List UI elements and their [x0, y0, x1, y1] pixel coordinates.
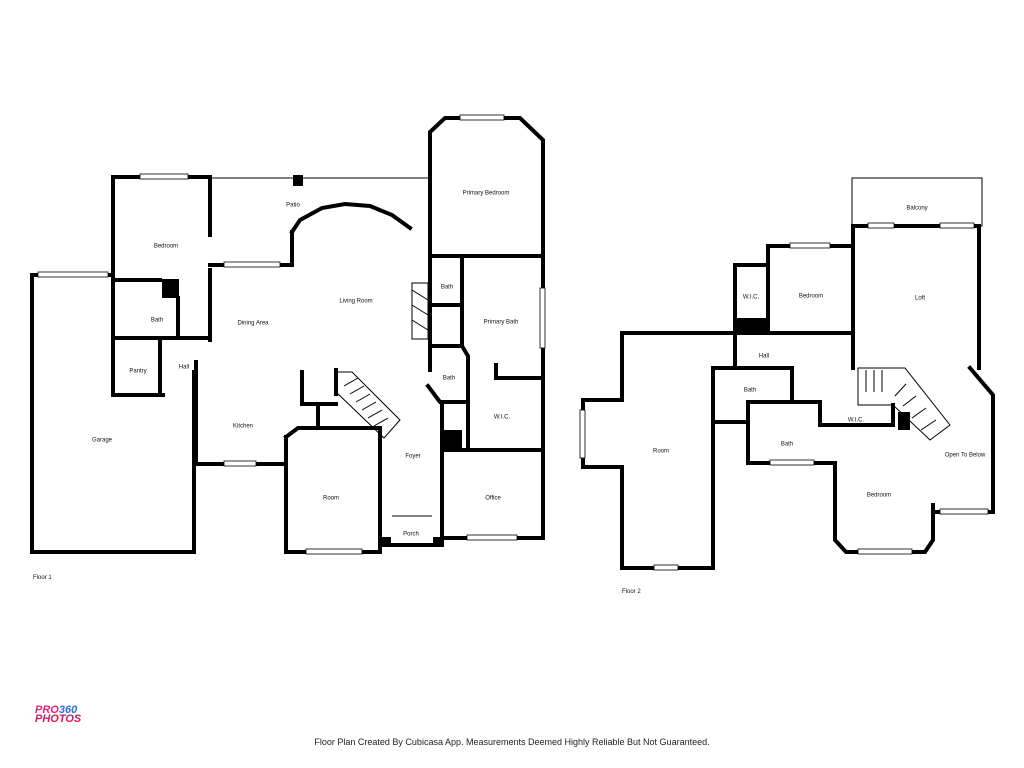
primary-bath-window	[539, 287, 546, 349]
bedroom-top-window	[789, 242, 831, 249]
primary-bed-window	[459, 114, 505, 121]
loft-window-2	[939, 222, 975, 229]
room-label-office: Office	[485, 496, 501, 502]
room-label-pantry: Pantry	[129, 369, 146, 375]
balcony-outline	[851, 177, 983, 227]
logo-text-a: PRO	[35, 704, 59, 716]
fireplace-hatch	[411, 319, 429, 331]
porch-post-right	[433, 537, 443, 547]
logo-text-b: 36	[58, 704, 72, 716]
wic-walls	[466, 400, 545, 452]
stair-treads	[343, 377, 389, 427]
loft-window-1	[867, 222, 895, 229]
hall-walls	[711, 366, 794, 424]
footer-disclaimer: Floor Plan Created By Cubicasa App. Meas…	[314, 737, 710, 747]
loft-walls	[851, 224, 981, 370]
wic-block	[735, 318, 768, 334]
room-label-bath: Bath	[151, 318, 163, 324]
floor-2-plan	[579, 177, 995, 571]
room-label-loft: Loft	[915, 296, 925, 302]
stair-2-treads	[865, 370, 937, 431]
stair-post	[898, 412, 910, 430]
bonus-room-bottom-window	[653, 564, 679, 571]
left-wing-walls	[111, 175, 212, 397]
room-label-wic-small: W.I.C.	[848, 418, 865, 424]
room-label-hall-2: Hall	[759, 354, 769, 360]
main-outer-walls	[208, 230, 294, 267]
room-label-patio: Patio	[286, 203, 300, 209]
right-wing-walls	[428, 116, 545, 540]
floor-2-label: Floor 2	[622, 589, 641, 595]
company-logo: PRO360 PHOTOS	[35, 704, 82, 725]
room-label-foyer: Foyer	[405, 454, 420, 460]
fireplace-hatch	[411, 304, 429, 316]
floor-2-labels: Balcony W.I.C. Bedroom Loft Hall Bath Ba…	[622, 206, 986, 595]
room-label-bath-small: Bath	[441, 285, 453, 291]
room-label-kitchen: Kitchen	[233, 424, 253, 430]
bath-lower-walls	[746, 400, 822, 465]
room-label-garage: Garage	[92, 438, 113, 444]
bedroom-window	[139, 173, 189, 180]
room-label-bedroom-top: Bedroom	[799, 294, 823, 300]
room-label-room: Room	[323, 496, 339, 502]
room-label-wic: W.I.C.	[494, 415, 511, 421]
open-to-below-walls	[931, 365, 995, 514]
room-label-hall: Hall	[179, 365, 189, 371]
bedroom-bottom-walls	[746, 461, 935, 554]
office-window	[466, 534, 518, 541]
room-label-primary-bath: Primary Bath	[484, 320, 519, 326]
patio-post	[293, 175, 303, 186]
logo-text-photos: PHOTOS	[35, 713, 82, 725]
kitchen-window	[223, 460, 257, 467]
utility-block	[442, 430, 462, 450]
chimney-block	[162, 279, 179, 298]
open-to-below-window	[939, 508, 989, 515]
room-label-bath-upper: Bath	[744, 388, 756, 394]
closet-wall	[300, 370, 338, 406]
room-label-room-2: Room	[653, 449, 669, 455]
garage-window	[37, 271, 109, 278]
room-label-bath-lower: Bath	[781, 442, 793, 448]
wic-small-walls	[818, 403, 895, 427]
stairs-2	[857, 367, 951, 441]
room-label-balcony: Balcony	[906, 206, 927, 212]
room-label-living: Living Room	[339, 299, 372, 305]
floor-1-plan	[30, 114, 546, 555]
floor-1-label: Floor 1	[33, 575, 52, 581]
logo-text-c: 0	[71, 704, 78, 716]
bath-lower-window	[769, 459, 815, 466]
room-label-bath-mid: Bath	[443, 376, 455, 382]
primary-bath-bottom	[494, 363, 545, 380]
room-label-bedroom: Bedroom	[154, 244, 178, 250]
front-room-window	[305, 548, 363, 555]
bath-small-walls	[428, 254, 464, 307]
room-label-open-to-below: Open To Below	[945, 453, 986, 459]
porch-post-left	[380, 537, 391, 547]
room-label-bedroom-bottom: Bedroom	[867, 493, 891, 499]
dining-window	[223, 261, 281, 268]
front-room-walls	[283, 426, 382, 554]
room-label-primary-bedroom: Primary Bedroom	[463, 191, 510, 197]
room-label-dining: Dining Area	[237, 321, 269, 327]
room-label-porch: Porch	[403, 532, 419, 538]
bath-mid-walls	[425, 344, 470, 404]
bonus-room-walls	[581, 331, 748, 570]
fireplace-hatch	[411, 289, 429, 301]
bay-wall	[289, 201, 413, 235]
bonus-room-window	[579, 409, 586, 459]
floor-1-labels: Garage Bedroom Bath Pantry Hall Patio Di…	[33, 191, 518, 581]
room-label-wic-2: W.I.C.	[743, 295, 760, 301]
bedroom-bottom-window	[857, 548, 913, 555]
